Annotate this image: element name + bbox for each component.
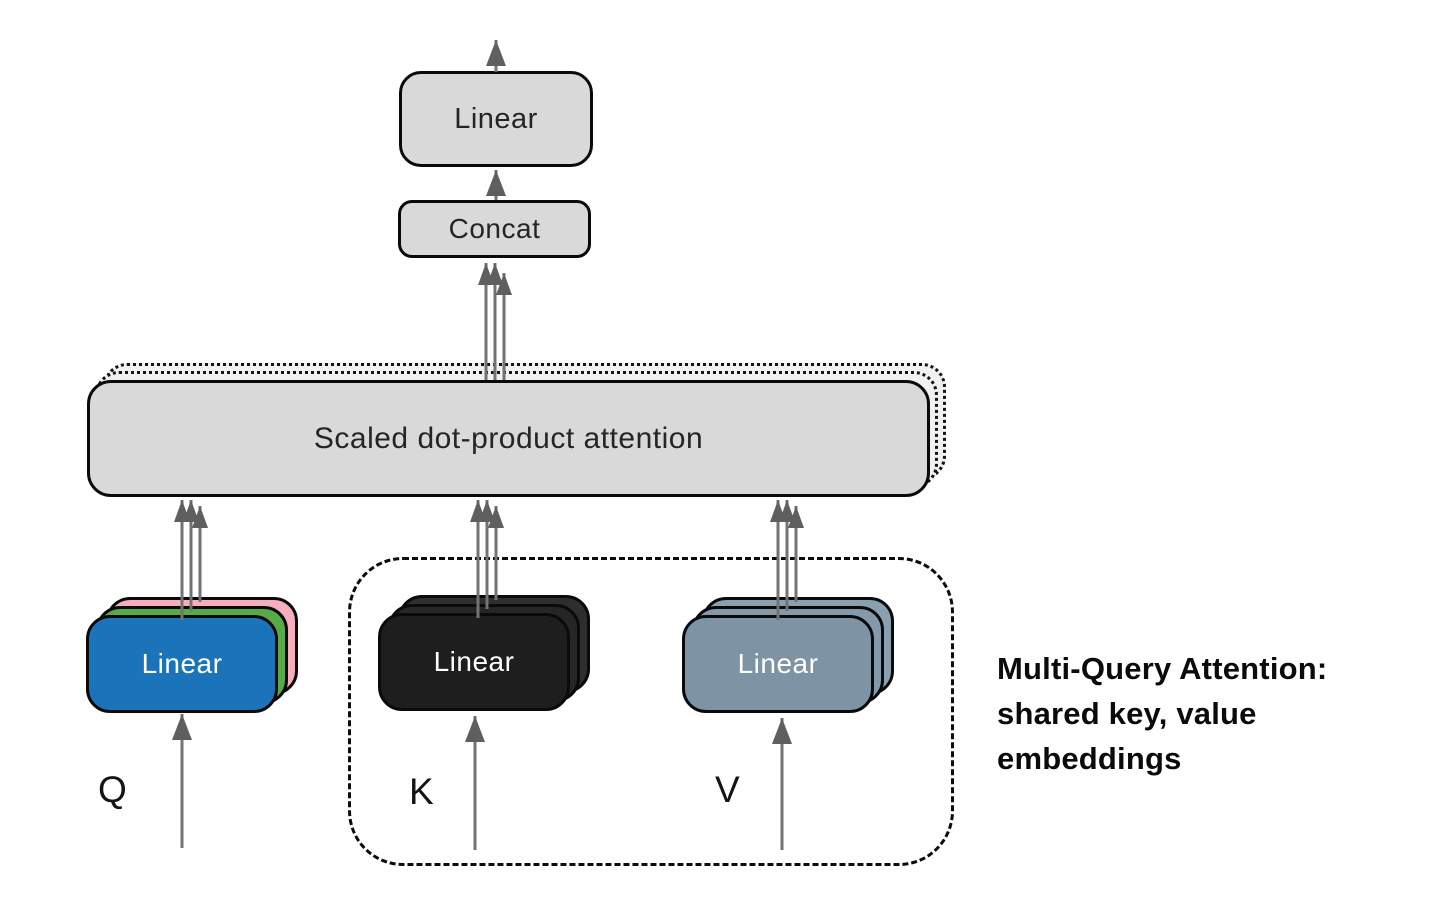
- q-input-label: Q: [98, 769, 128, 810]
- key-linear-box: Linear: [378, 613, 570, 711]
- value-linear-box: Linear: [682, 615, 874, 713]
- output-linear-box: Linear: [399, 71, 593, 167]
- attention-label: Scaled dot-product attention: [313, 421, 704, 455]
- query-linear-box: Linear: [86, 615, 278, 713]
- annotation-line-1: Multi-Query Attention:: [997, 651, 1328, 686]
- annotation-text: Multi-Query Attention: shared key, value…: [997, 646, 1437, 781]
- query-linear-stack: Linear: [86, 597, 301, 715]
- key-linear-label: Linear: [433, 646, 515, 677]
- v-input-label: V: [715, 769, 741, 810]
- value-linear-label: Linear: [737, 648, 819, 679]
- annotation-line-2: shared key, value: [997, 696, 1257, 731]
- output-linear-label: Linear: [454, 102, 538, 135]
- query-linear-label: Linear: [141, 648, 223, 679]
- shared-kv-group-outline: [348, 557, 954, 866]
- k-input-label: K: [409, 771, 435, 812]
- annotation-line-3: embeddings: [997, 741, 1182, 776]
- value-linear-stack: Linear: [682, 597, 897, 715]
- concat-box: Concat: [398, 200, 591, 258]
- key-linear-stack: Linear: [378, 595, 593, 713]
- concat-label: Concat: [448, 213, 541, 244]
- attention-box: Scaled dot-product attention: [87, 380, 930, 497]
